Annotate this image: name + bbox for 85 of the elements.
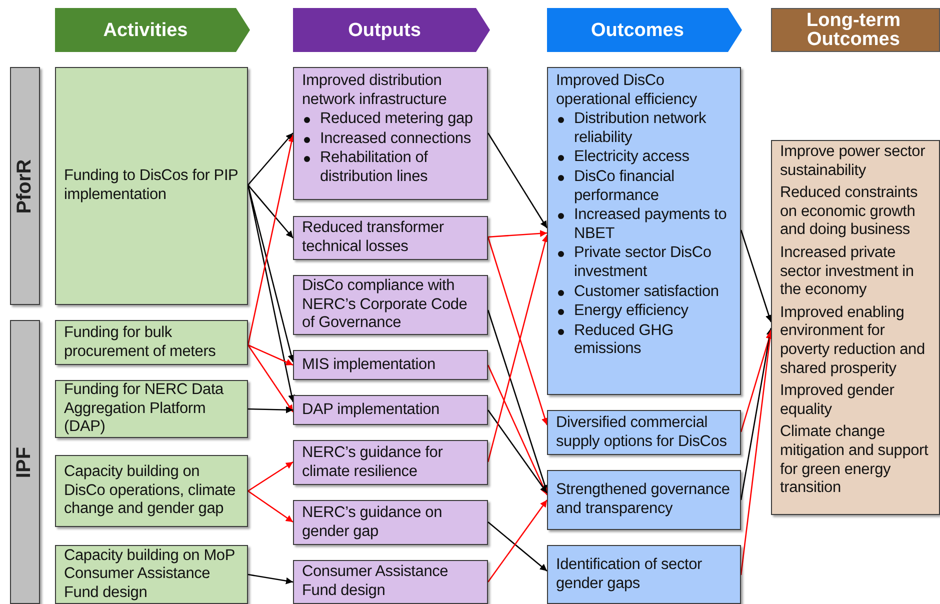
bullet-item: Reduced GHG emissions bbox=[556, 322, 732, 359]
activity-box bbox=[55, 320, 248, 365]
bullet-item: Electricity access bbox=[556, 148, 732, 167]
arrow bbox=[248, 184, 294, 238]
activity-box bbox=[55, 455, 248, 527]
arrow bbox=[487, 364, 548, 496]
header-label: Long-term Outcomes bbox=[806, 11, 902, 49]
bullet-item: Rehabilitation of distribution lines bbox=[302, 149, 479, 187]
outcome-box bbox=[547, 67, 741, 395]
arrow bbox=[248, 490, 294, 523]
bullet-item: Increased payments to NBET bbox=[556, 206, 732, 244]
bullet-item: Reduced metering gap bbox=[302, 110, 479, 129]
output-box bbox=[293, 500, 488, 545]
band-label: IPF bbox=[14, 446, 36, 478]
output-box bbox=[293, 440, 488, 485]
arrow bbox=[740, 230, 772, 322]
outcome-item: Climate change mitigation and support for green energy transition bbox=[780, 423, 930, 498]
box-text: Strengthened governance and transparency bbox=[556, 481, 731, 519]
arrow bbox=[487, 500, 548, 582]
box-text: NERC’s guidance on gender gap bbox=[302, 504, 444, 542]
column-heading-banner bbox=[547, 8, 742, 52]
outcome-box bbox=[547, 410, 741, 455]
outcome-item: Reduced constraints on economic growth and doing business bbox=[780, 184, 919, 240]
arrow bbox=[488, 230, 548, 238]
outcome-box bbox=[547, 545, 741, 604]
box-text: Reduced transformer technical losses bbox=[302, 219, 445, 257]
box-text: Capacity building on DisCo operations, climate change and gender gap bbox=[64, 463, 237, 519]
box-text: Identification of sector gender gaps bbox=[556, 556, 703, 594]
activity-box bbox=[55, 67, 248, 305]
box-text: Improved distribution network infrastructure bbox=[302, 72, 448, 110]
outcome-box bbox=[547, 470, 741, 530]
output-box bbox=[293, 67, 488, 200]
box-text: Improved DisCo operational efficiency bbox=[556, 72, 698, 110]
side-band bbox=[10, 320, 40, 604]
box-text: Funding for bulk procurement of meters bbox=[64, 324, 217, 362]
outcome-item: Increased private sector investment in the economy bbox=[780, 244, 915, 300]
output-box bbox=[293, 216, 488, 260]
output-box bbox=[293, 395, 488, 425]
arrow bbox=[487, 132, 548, 228]
box-text: Diversified commercial supply options for DisCos bbox=[556, 414, 728, 452]
bullet-item: Private sector DisCo investment bbox=[556, 244, 732, 282]
header-label: Activities bbox=[103, 20, 188, 40]
bullet-item: Distribution network reliability bbox=[556, 110, 732, 148]
outcome-item: Improve power sector sustainability bbox=[780, 143, 926, 180]
arrow bbox=[248, 574, 294, 584]
arrow bbox=[247, 184, 295, 362]
arrow bbox=[740, 328, 774, 500]
side-band bbox=[10, 67, 40, 305]
outcome-item: Improved gender equality bbox=[780, 382, 896, 420]
bullet-item: Energy efficiency bbox=[556, 302, 732, 321]
arrow bbox=[487, 410, 548, 494]
bullet-item: Customer satisfaction bbox=[556, 282, 732, 302]
arrow bbox=[487, 234, 549, 462]
column-heading-box bbox=[771, 8, 940, 52]
arrow bbox=[248, 132, 294, 186]
header-label: Outcomes bbox=[591, 20, 684, 40]
output-box bbox=[293, 350, 488, 380]
box-text: Funding to DisCos for PIP implementation bbox=[64, 167, 239, 205]
arrow bbox=[247, 184, 295, 402]
column-heading-banner bbox=[55, 8, 250, 52]
box-text: Consumer Assistance Fund design bbox=[302, 563, 450, 601]
box-text: Funding for NERC Data Aggregation Platform (DAP) bbox=[64, 381, 225, 437]
arrow bbox=[248, 344, 294, 366]
box-text: DAP implementation bbox=[302, 400, 440, 420]
bullet-item: Increased connections bbox=[302, 130, 479, 148]
output-box bbox=[293, 275, 488, 335]
column-heading-banner bbox=[293, 8, 490, 52]
band-label: PforR bbox=[14, 158, 36, 214]
arrow bbox=[488, 522, 548, 572]
arrow bbox=[247, 134, 295, 346]
output-box bbox=[293, 560, 488, 604]
header-label: Outputs bbox=[348, 20, 421, 40]
box-text: MIS implementation bbox=[302, 356, 436, 374]
arrow bbox=[248, 406, 294, 414]
outcome-item: Improved enabling environment for poverty reduction and shared prosperity bbox=[780, 304, 926, 378]
activity-box bbox=[55, 545, 248, 604]
box-text: NERC’s guidance for climate resilience bbox=[302, 444, 444, 482]
activity-box bbox=[55, 380, 248, 438]
arrow bbox=[487, 236, 548, 426]
arrow bbox=[247, 344, 294, 412]
arrow bbox=[248, 461, 294, 492]
box-text: DisCo compliance with NERC’s Corporate Code of Governance bbox=[302, 277, 468, 333]
long-term-box bbox=[771, 140, 940, 515]
bullet-item: DisCo financial performance bbox=[556, 168, 732, 206]
box-text: Capacity building on MoP Consumer Assistance Fund design bbox=[64, 546, 236, 602]
